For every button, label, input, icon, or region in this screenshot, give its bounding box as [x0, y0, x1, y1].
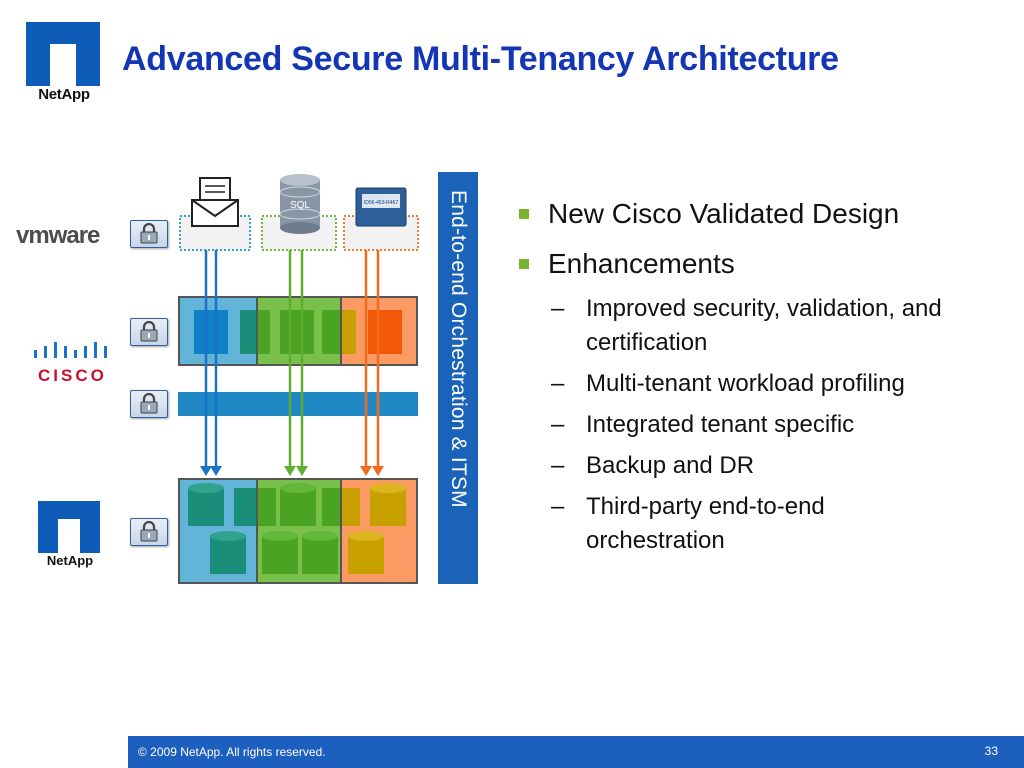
sql-database-icon: SQL	[279, 174, 321, 234]
netapp-small-logo-text: NetApp	[46, 553, 94, 568]
bullet-item: Enhancements	[519, 248, 735, 280]
vmware-logo: vmware	[16, 222, 100, 249]
bullet-square-icon	[519, 209, 529, 219]
svg-text:SQL: SQL	[290, 200, 310, 211]
lock-icon	[130, 318, 168, 346]
architecture-diagram: SQL ID56-453-R467	[178, 174, 419, 584]
email-document-icon	[191, 177, 239, 227]
sub-bullet-item: –Integrated tenant specific	[551, 411, 855, 438]
netapp-logo	[26, 22, 100, 112]
compute-layer	[178, 296, 418, 366]
sub-bullet-item: –Multi-tenant workload profiling	[551, 370, 905, 397]
lock-icon	[130, 390, 168, 418]
footer-bar: © 2009 NetApp. All rights reserved. 33	[128, 736, 1024, 768]
bullet-item: New Cisco Validated Design	[519, 198, 899, 230]
lock-icon	[130, 518, 168, 546]
orchestration-banner: End-to-end Orchestration & ITSM	[438, 172, 478, 584]
network-layer	[178, 392, 418, 416]
storage-layer	[178, 478, 418, 584]
page-number: 33	[984, 744, 998, 758]
sub-bullet-item: –Third-party end-to-end orchestration	[551, 493, 825, 554]
sub-bullet-item: –Backup and DR	[551, 452, 755, 479]
cisco-logo-text: CISCO	[38, 366, 107, 385]
id-card-icon: ID56-453-R467	[355, 187, 407, 227]
cisco-bars-icon	[34, 340, 112, 364]
bullet-square-icon	[519, 259, 529, 269]
netapp-small-logo	[38, 501, 100, 553]
netapp-logo-text: NetApp	[38, 86, 90, 103]
orchestration-banner-text: End-to-end Orchestration & ITSM	[447, 190, 470, 508]
lock-icon	[130, 220, 168, 248]
copyright-text: © 2009 NetApp. All rights reserved.	[138, 745, 326, 759]
sub-bullet-item: –Improved security, validation, and cert…	[551, 295, 942, 356]
svg-text:ID56-453-R467: ID56-453-R467	[364, 200, 398, 206]
page-title: Advanced Secure Multi-Tenancy Architectu…	[122, 40, 839, 78]
